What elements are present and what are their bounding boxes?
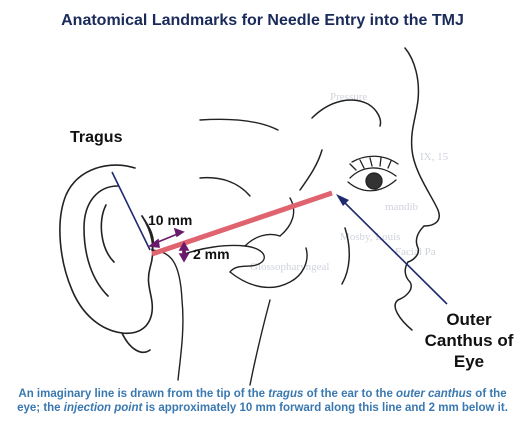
- tragus-pointer-line: [111, 171, 151, 251]
- ten-mm-label: 10 mm: [148, 212, 193, 228]
- tragus-canthus-reference-line: [151, 190, 333, 257]
- svg-text:Facial Pa: Facial Pa: [395, 246, 436, 258]
- head-outline: [151, 118, 308, 386]
- caption-text-4: is approximately 10 mm forward along thi…: [142, 402, 508, 414]
- injection-point-marker: [182, 250, 186, 254]
- caption-outer-canthus: outer canthus: [396, 388, 473, 400]
- canthus-pointer-arrowhead: [336, 194, 349, 206]
- svg-text:Mosby, Louis: Mosby, Louis: [340, 231, 400, 243]
- caption-injection-point: injection point: [63, 402, 143, 414]
- ear-outline: [59, 164, 155, 354]
- svg-text:IX, 15: IX, 15: [420, 151, 449, 163]
- caption-text-1: An imaginary line is drawn from the tip …: [18, 388, 269, 400]
- canthus-label-line-2: Canthus of: [424, 331, 514, 350]
- svg-text:mandib: mandib: [385, 201, 418, 213]
- ten-mm-arrow: [147, 227, 185, 248]
- caption-text-2: of the ear to the: [303, 388, 397, 400]
- eye-sketch: [347, 155, 399, 192]
- canthus-pointer-line: [339, 197, 448, 305]
- tragus-label: Tragus: [70, 129, 123, 146]
- canthus-label-line-1: Outer: [446, 310, 492, 329]
- two-mm-label: 2 mm: [193, 246, 230, 262]
- caption-text-3: of the eye; the: [17, 388, 507, 414]
- diagram-caption: An imaginary line is drawn from the tip …: [8, 387, 517, 415]
- svg-text:Glossopharyngeal: Glossopharyngeal: [250, 261, 329, 273]
- face-profile: [299, 47, 440, 331]
- canthus-label-line-3: Eye: [453, 352, 485, 371]
- diagram-title: Anatomical Landmarks for Needle Entry in…: [61, 12, 464, 29]
- outer-canthus-label: Outer Canthus of Eye: [424, 309, 514, 372]
- background-text-faint: Pressure IX, 15 mandib Mosby, Louis Faci…: [250, 91, 449, 273]
- caption-tragus: tragus: [268, 388, 304, 400]
